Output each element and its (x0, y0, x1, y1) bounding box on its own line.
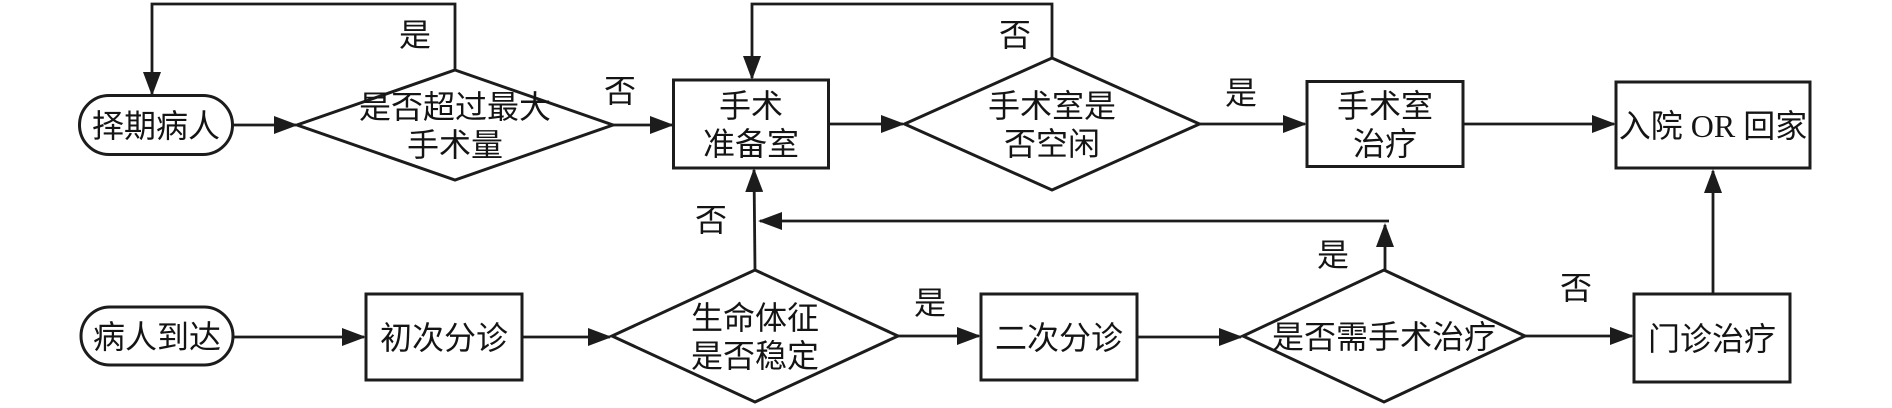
edge-oravailable-no-loop-label: 否 (999, 17, 1031, 53)
edge-vitals-yes-to-secondary-label: 是 (914, 285, 946, 321)
exceeds-max-volume-shape (292, 68, 618, 182)
patient-arrival-label: 病人到达 (93, 319, 221, 355)
elective-patient-label: 择期病人 (92, 108, 220, 144)
elective-patient-shape (78, 94, 234, 156)
edge-vitals-no-up-to-prep-line (745, 168, 764, 271)
surgery-prep-room-label: 手术准备室 (703, 88, 799, 162)
edge-vitals-no-up-to-prep: 否 (695, 168, 764, 271)
vitals-stable-label: 生命体征是否稳定 (691, 300, 819, 374)
outpatient-treatment-node: 门诊治疗 (1632, 292, 1792, 384)
edge-vitals-yes-to-secondary: 是 (898, 285, 981, 345)
edge-oravailable-yes-to-treat-label: 是 (1225, 75, 1257, 111)
admit-or-home-label: 入院 OR 回家 (1619, 108, 1807, 144)
elective-patient-node: 择期病人 (78, 94, 234, 156)
vitals-stable-shape (608, 268, 902, 404)
admit-or-home-shape (1614, 80, 1812, 170)
edge-exceeds-yes-loop-label: 是 (399, 17, 431, 53)
admit-or-home-node: 入院 OR 回家 (1614, 80, 1812, 170)
exceeds-max-volume-label: 是否超过最大手术量 (359, 89, 551, 163)
secondary-triage-shape (979, 292, 1139, 382)
surgery-prep-room-shape (672, 78, 830, 170)
or-available-node: 手术室是否空闲 (900, 56, 1204, 192)
edge-oravailable-yes-to-treat: 是 (1200, 75, 1307, 133)
edge-needs-yes-up: 是 (1317, 223, 1394, 273)
initial-triage-node: 初次分诊 (364, 292, 524, 382)
edge-needs-no-to-outpatient: 否 (1525, 270, 1634, 345)
vitals-stable-node: 生命体征是否稳定 (608, 268, 902, 404)
needs-surgery-shape (1239, 268, 1529, 404)
edge-needs-yes-up-label: 是 (1317, 237, 1349, 273)
secondary-triage-node: 二次分诊 (979, 292, 1139, 382)
outpatient-treatment-shape (1632, 292, 1792, 384)
edge-exceeds-no-to-prep: 否 (604, 73, 674, 134)
nodes-layer: 择期病人 是否超过最大手术量 手术准备室 手术室是否空闲 手术室治疗 入院 OR 回家病人… (78, 56, 1812, 404)
or-treatment-label: 手术室治疗 (1337, 88, 1433, 162)
edge-vitals-no-up-to-prep-label: 否 (695, 202, 727, 238)
or-treatment-node: 手术室治疗 (1305, 80, 1465, 168)
edge-exceeds-yes-loop: 是 (143, 2, 457, 96)
edge-exceeds-yes-loop-line (143, 2, 457, 96)
needs-surgery-node: 是否需手术治疗 (1239, 268, 1529, 404)
initial-triage-shape (364, 292, 524, 382)
or-available-shape (900, 56, 1204, 192)
patient-arrival-shape (79, 305, 235, 367)
secondary-triage-label: 二次分诊 (995, 320, 1123, 356)
edge-exceeds-no-to-prep-label: 否 (604, 73, 636, 109)
exceeds-max-volume-node: 是否超过最大手术量 (292, 68, 618, 182)
or-available-label: 手术室是否空闲 (988, 88, 1116, 162)
or-treatment-shape (1305, 80, 1465, 168)
edge-needs-no-to-outpatient-label: 否 (1560, 270, 1592, 306)
initial-triage-label: 初次分诊 (380, 320, 508, 356)
outpatient-treatment-label: 门诊治疗 (1648, 321, 1776, 357)
edge-oravailable-no-loop-line (743, 2, 1054, 80)
surgery-prep-room-node: 手术准备室 (672, 78, 830, 170)
patient-arrival-node: 病人到达 (79, 305, 235, 367)
needs-surgery-label: 是否需手术治疗 (1272, 319, 1496, 355)
edge-oravailable-no-loop: 否 (743, 2, 1054, 80)
